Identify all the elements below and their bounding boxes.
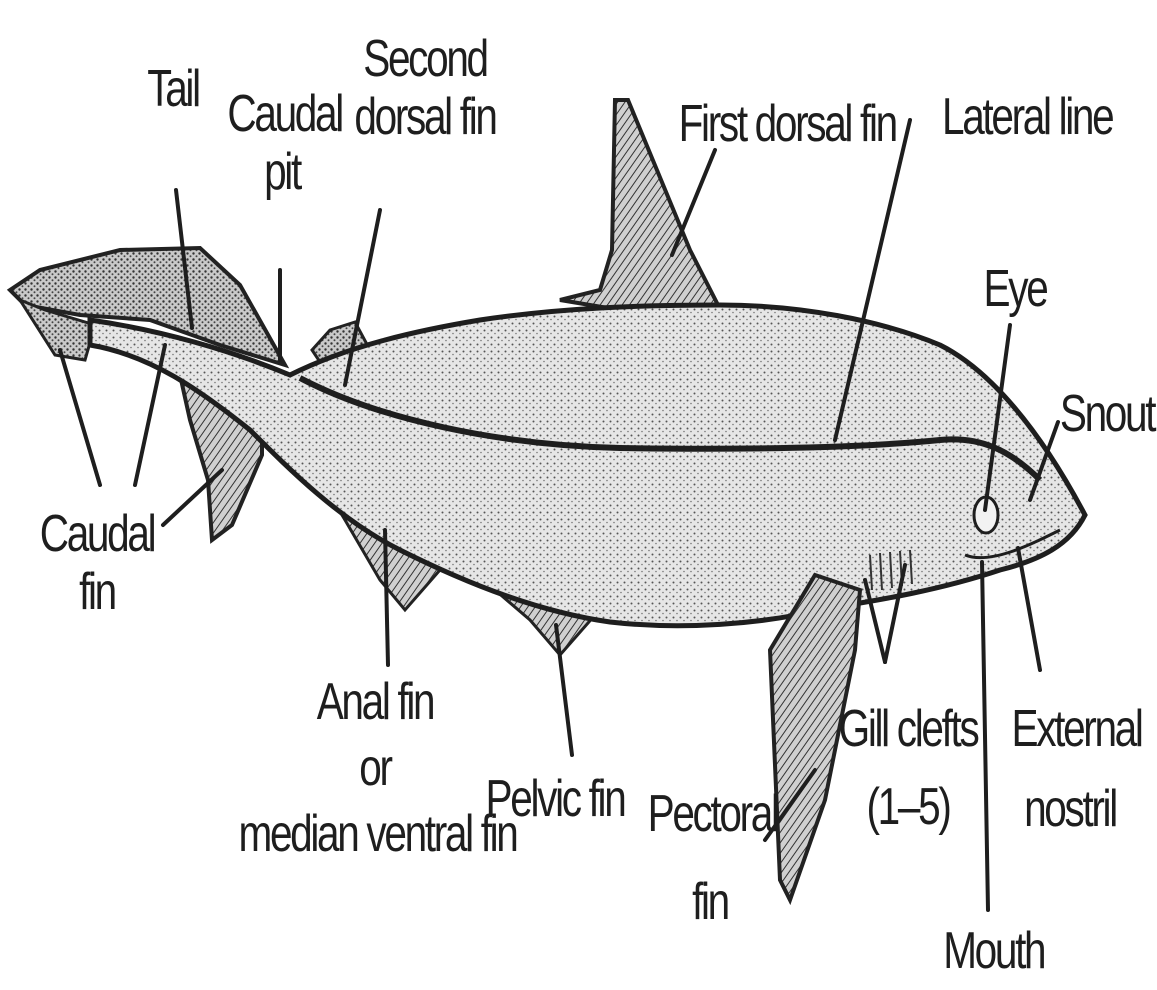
- label-snout: Snout: [1060, 385, 1144, 443]
- label-pectoral-fin: Pectoral fin: [648, 785, 773, 931]
- label-anal-fin: Anal fin or median ventral fin: [239, 673, 512, 863]
- label-first-dorsal-fin: First dorsal fin: [679, 95, 882, 153]
- label-gill-clefts: Gill clefts (1–5): [838, 700, 978, 836]
- leader-first-dorsal-fin: [672, 150, 715, 255]
- label-pelvic-fin: Pelvic fin: [485, 770, 625, 828]
- label-lateral-line: Lateral line: [942, 88, 1098, 146]
- label-second-dorsal-fin: Second dorsal fin: [343, 30, 507, 146]
- label-caudal-fin: Caudal fin: [39, 505, 156, 621]
- leader-external-nostril: [1018, 548, 1040, 670]
- leader-caudal-fin-1: [60, 350, 100, 485]
- label-eye: Eye: [976, 260, 1054, 318]
- label-tail: Tail: [138, 60, 208, 118]
- label-caudal-pit: Caudal pit: [227, 85, 336, 201]
- leader-mouth: [982, 562, 988, 910]
- label-external-nostril: External nostril: [1012, 700, 1129, 838]
- label-mouth: Mouth: [943, 922, 1037, 980]
